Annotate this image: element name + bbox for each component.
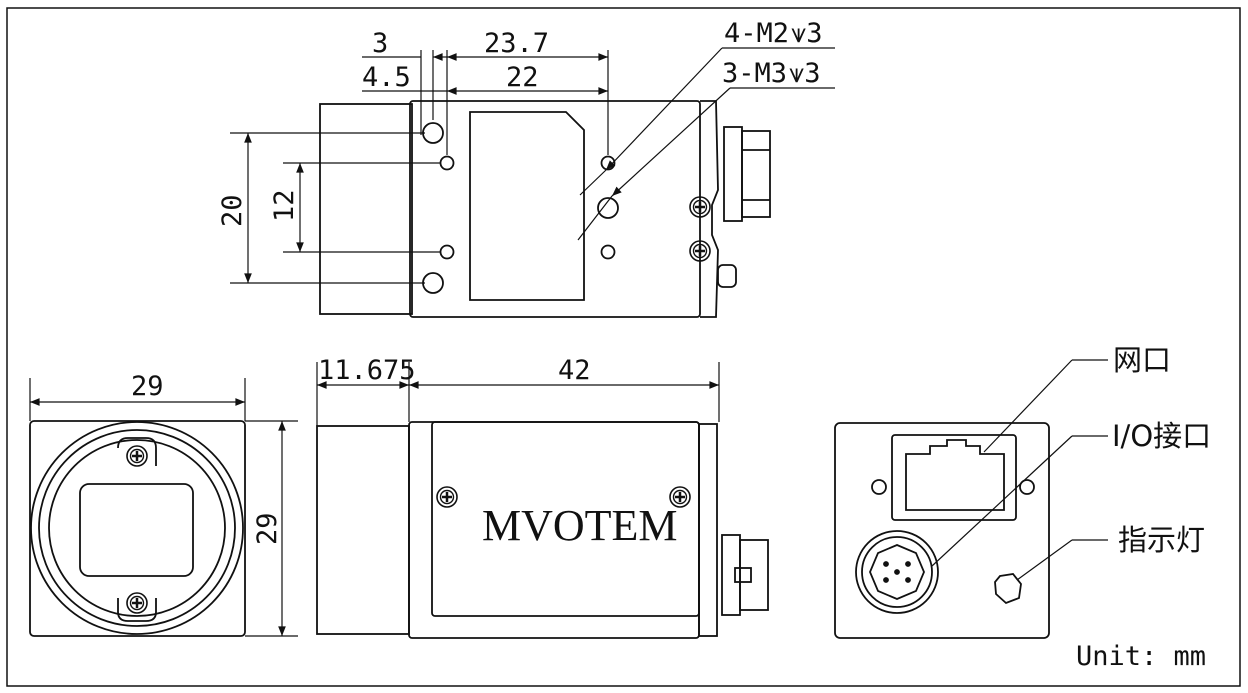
io-connector-icon — [855, 530, 939, 614]
top-dimension-lines — [230, 47, 835, 284]
side-view — [316, 421, 769, 639]
dim-12: 12 — [269, 189, 300, 222]
dim-3: 3 — [372, 28, 388, 59]
label-indicator: 指示灯 — [1118, 523, 1205, 557]
screw-icon — [125, 444, 149, 468]
top-view — [319, 100, 771, 318]
dim-42: 42 — [558, 355, 591, 386]
screw-icon — [435, 485, 459, 509]
screw-icon — [688, 195, 712, 219]
dim-29-height: 29 — [252, 512, 283, 545]
screw-icon — [688, 239, 712, 263]
front-dimension-lines — [29, 378, 298, 637]
indicator-led-icon — [994, 573, 1022, 605]
callout-m3: 3-M3⩛3 — [722, 58, 821, 89]
screw-icon — [125, 591, 149, 615]
dim-11-675: 11.675 — [318, 355, 416, 386]
dim-4-5: 4.5 — [362, 62, 411, 93]
rj45-port-icon — [891, 434, 1017, 521]
dim-23-7: 23.7 — [484, 28, 549, 59]
rear-callout-leaders — [931, 359, 1108, 581]
brand-logo-text: MVOTEM — [482, 501, 678, 550]
dim-22: 22 — [506, 62, 539, 93]
rear-view — [834, 422, 1050, 639]
front-view — [29, 420, 246, 637]
side-dimension-lines — [316, 362, 720, 426]
unit-label: Unit: mm — [1076, 641, 1206, 672]
label-network-port: 网口 — [1113, 343, 1171, 377]
callout-m2: 4-M2⩛3 — [724, 18, 823, 49]
drawing-frame — [6, 7, 1241, 687]
dim-20: 20 — [217, 194, 248, 227]
label-io-port: I/O接口 — [1112, 419, 1211, 453]
dim-29-width: 29 — [131, 371, 164, 402]
